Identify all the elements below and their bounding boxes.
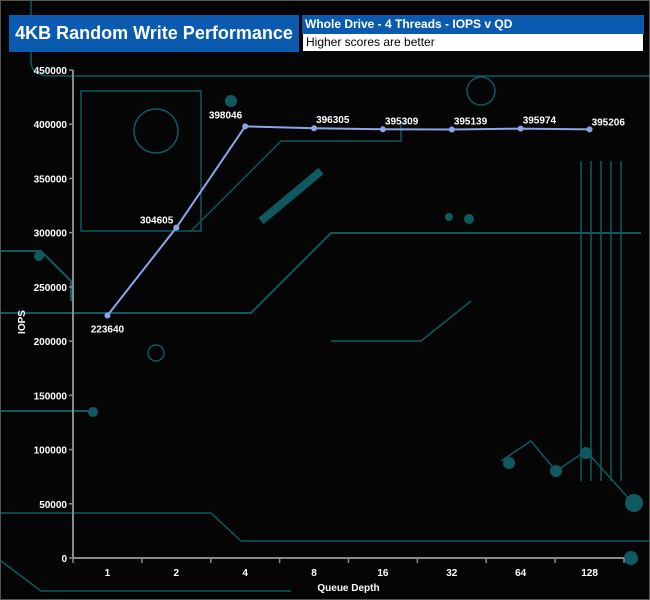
data-label: 395139: [454, 116, 488, 127]
y-tick-label: 350000: [34, 174, 68, 185]
data-point: [104, 312, 111, 319]
chart-note: Higher scores are better: [303, 34, 643, 51]
x-tick-label: 1: [105, 568, 111, 579]
chart-subtitle: Whole Drive - 4 Threads - IOPS v QD: [302, 15, 644, 34]
y-tick-label: 450000: [34, 66, 68, 77]
data-label: 395309: [385, 116, 419, 127]
chart-title: 4KB Random Write Performance: [9, 15, 299, 52]
y-tick-label: 100000: [34, 446, 68, 457]
series-line: [106, 125, 590, 317]
y-axis-label: IOPS: [17, 310, 28, 334]
data-label: 395974: [523, 116, 557, 127]
x-tick-label: 64: [515, 568, 527, 579]
data-point: [517, 125, 524, 132]
x-tick-label: 32: [446, 568, 458, 579]
y-tick-label: 50000: [39, 500, 67, 511]
y-tick-label: 200000: [34, 337, 68, 348]
x-tick-label: 4: [242, 568, 248, 579]
x-tick-label: 128: [581, 568, 598, 579]
x-tick-label: 8: [311, 568, 317, 579]
y-tick-label: 150000: [34, 391, 68, 402]
data-point: [242, 123, 249, 130]
data-label: 223640: [91, 324, 125, 335]
data-label: 396305: [316, 115, 350, 126]
data-point: [311, 125, 318, 132]
data-point: [379, 126, 386, 133]
data-point: [173, 224, 180, 231]
data-label: 398046: [209, 110, 243, 121]
y-tick-label: 400000: [34, 120, 68, 131]
data-point: [448, 126, 455, 133]
data-point: [586, 126, 593, 133]
x-tick-label: 16: [377, 568, 389, 579]
data-label: 304605: [140, 216, 174, 227]
y-tick-label: 0: [61, 554, 67, 565]
y-tick-label: 250000: [34, 283, 68, 294]
data-label: 395206: [592, 117, 626, 128]
x-tick-label: 2: [174, 568, 180, 579]
x-axis-label: Queue Depth: [317, 583, 379, 594]
y-tick-label: 300000: [34, 229, 68, 240]
